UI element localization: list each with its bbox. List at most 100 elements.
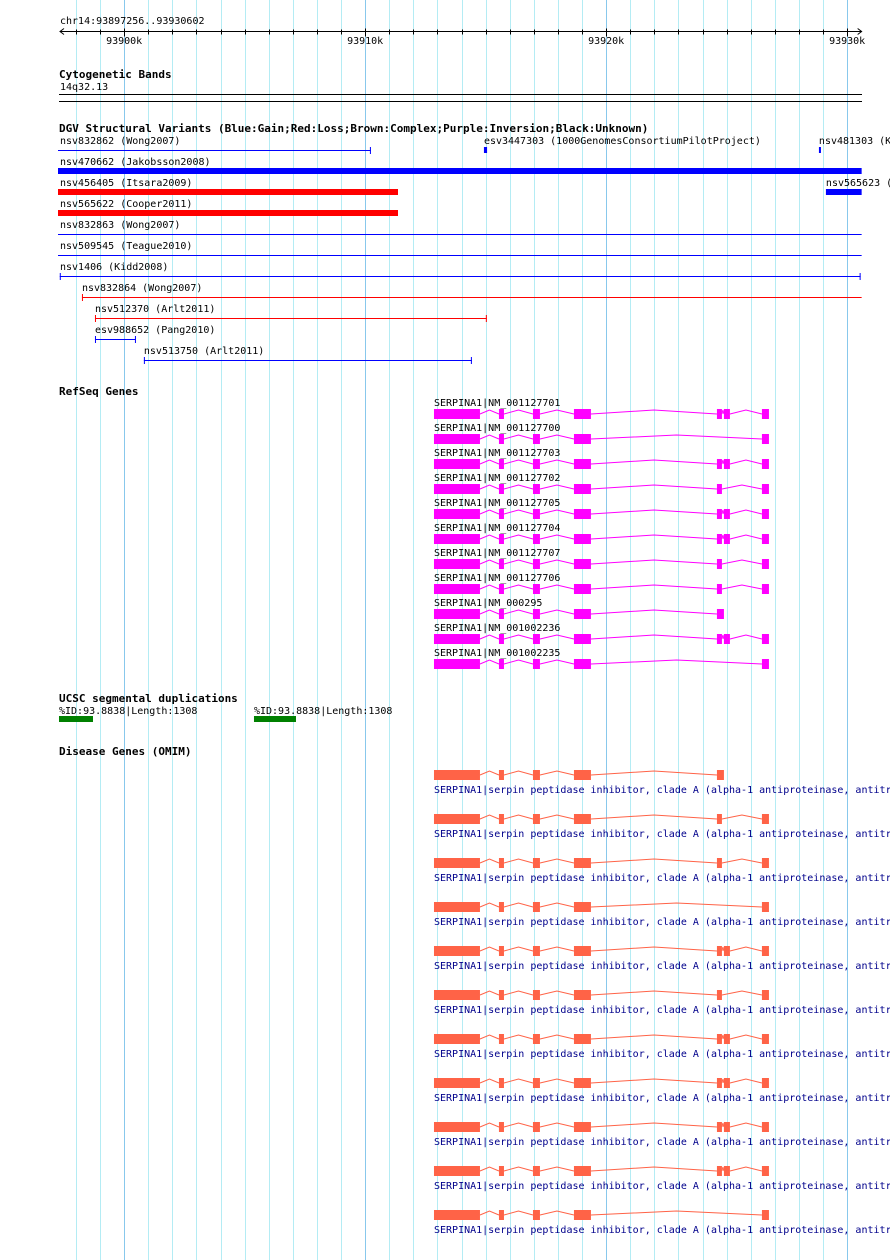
segdup-feature[interactable]: %ID:93.8838|Length:1308 — [253, 706, 392, 722]
variant-bar — [818, 147, 821, 153]
exon — [761, 946, 769, 956]
track-dgv[interactable]: DGV Structural Variants (Blue:Gain;Red:L… — [58, 122, 890, 364]
dgv-variant[interactable]: nsv470662 (Jakobsson2008) — [58, 157, 862, 174]
exon — [433, 559, 480, 569]
intron — [539, 946, 575, 952]
exon — [433, 858, 480, 868]
refseq-transcript[interactable]: SERPINA1|NM_001127704 — [433, 523, 769, 544]
exon — [433, 484, 480, 494]
dgv-variant[interactable]: nsv1406 (Kidd2008) — [59, 262, 861, 280]
refseq-transcript[interactable]: SERPINA1|NM_001127701 — [433, 398, 769, 419]
segdup-feature[interactable]: %ID:93.8838|Length:1308 — [58, 706, 197, 722]
omim-gene[interactable]: SERPINA1|serpin peptidase inhibitor, cla… — [433, 1078, 890, 1104]
exon — [573, 459, 591, 469]
intron — [479, 459, 500, 465]
dgv-variant[interactable]: esv988652 (Pang2010) — [94, 325, 215, 343]
exon — [433, 534, 480, 544]
intron — [539, 858, 575, 864]
exon — [723, 1166, 730, 1176]
intron — [539, 1122, 575, 1128]
exon — [723, 534, 730, 544]
omim-gene[interactable]: SERPINA1|serpin peptidase inhibitor, cla… — [433, 770, 890, 796]
intron — [729, 1078, 763, 1084]
intron — [503, 1210, 534, 1216]
track-omim[interactable]: Disease Genes (OMIM) SERPINA1|serpin pep… — [59, 745, 890, 1236]
refseq-transcript[interactable]: SERPINA1|NM_001127700 — [433, 423, 769, 444]
dgv-variant[interactable]: nsv832862 (Wong2007) — [58, 136, 371, 154]
exon — [573, 659, 591, 669]
dgv-variant[interactable]: esv3447303 (1000GenomesConsortiumPilotPr… — [483, 136, 761, 153]
exon — [532, 634, 540, 644]
refseq-transcript[interactable]: SERPINA1|NM_001127705 — [433, 498, 769, 519]
intron — [539, 509, 575, 515]
exon — [433, 409, 480, 419]
track-cytogenetic-bands[interactable]: Cytogenetic Bands 14q32.13 — [59, 68, 862, 102]
intron — [479, 1034, 500, 1040]
dgv-variant[interactable]: nsv513750 (Arlt2011) — [143, 346, 472, 364]
dgv-variant[interactable]: nsv832863 (Wong2007) — [58, 220, 862, 235]
track-segmental-duplications[interactable]: UCSC segmental duplications %ID:93.8838|… — [58, 692, 392, 722]
refseq-transcript[interactable]: SERPINA1|NM_001002236 — [433, 623, 769, 644]
dgv-variant[interactable]: nsv509545 (Teague2010) — [58, 241, 862, 256]
intron — [503, 659, 534, 665]
omim-gene[interactable]: SERPINA1|serpin peptidase inhibitor, cla… — [433, 990, 890, 1016]
refseq-transcript[interactable]: SERPINA1|NM_001127707 — [433, 548, 769, 569]
dgv-variant[interactable]: nsv512370 (Arlt2011) — [94, 304, 487, 322]
exon — [498, 858, 504, 868]
intron — [721, 946, 725, 952]
omim-gene[interactable]: SERPINA1|serpin peptidase inhibitor, cla… — [433, 814, 890, 840]
refseq-transcript[interactable]: SERPINA1|NM_001127702 — [433, 473, 769, 494]
exon — [498, 1210, 504, 1220]
omim-gene[interactable]: SERPINA1|serpin peptidase inhibitor, cla… — [433, 1122, 890, 1148]
exon — [761, 459, 769, 469]
dgv-variant[interactable]: nsv565623 ( — [825, 178, 890, 195]
intron — [729, 509, 763, 515]
exon — [573, 1166, 591, 1176]
exon — [716, 1078, 722, 1088]
exon — [498, 1078, 504, 1088]
omim-gene[interactable]: SERPINA1|serpin peptidase inhibitor, cla… — [433, 902, 890, 928]
omim-gene[interactable]: SERPINA1|serpin peptidase inhibitor, cla… — [433, 1210, 890, 1236]
exon — [573, 990, 591, 1000]
dgv-variant[interactable]: nsv565622 (Cooper2011) — [58, 199, 399, 216]
exon — [532, 459, 540, 469]
intron — [590, 534, 717, 540]
exon — [573, 1078, 591, 1088]
ruler-tick-label: 93910k — [347, 36, 383, 47]
exon — [573, 534, 591, 544]
variant-label: nsv832862 (Wong2007) — [60, 136, 180, 147]
exon — [573, 409, 591, 419]
refseq-transcript[interactable]: SERPINA1|NM_000295 — [433, 598, 724, 619]
variant-bar — [483, 147, 488, 153]
track-title: DGV Structural Variants (Blue:Gain;Red:L… — [59, 122, 648, 135]
exon — [498, 459, 504, 469]
region-label: chr14:93897256..93930602 — [60, 16, 205, 27]
exon — [716, 584, 722, 594]
exon — [573, 509, 591, 519]
variant-label: nsv470662 (Jakobsson2008) — [60, 157, 211, 168]
omim-gene[interactable]: SERPINA1|serpin peptidase inhibitor, cla… — [433, 946, 890, 972]
omim-gene[interactable]: SERPINA1|serpin peptidase inhibitor, cla… — [433, 1166, 890, 1192]
intron — [503, 434, 534, 440]
intron — [479, 584, 500, 590]
omim-gene[interactable]: SERPINA1|serpin peptidase inhibitor, cla… — [433, 858, 890, 884]
exon — [716, 814, 722, 824]
refseq-transcript[interactable]: SERPINA1|NM_001127703 — [433, 448, 769, 469]
transcript-label: SERPINA1|NM_001127703 — [434, 448, 560, 459]
intron — [539, 770, 575, 776]
exon — [532, 509, 540, 519]
intron — [590, 1210, 762, 1216]
refseq-transcript[interactable]: SERPINA1|NM_001127706 — [433, 573, 769, 594]
refseq-transcript[interactable]: SERPINA1|NM_001002235 — [433, 648, 769, 669]
ruler-tick-label: 93900k — [106, 36, 142, 47]
exon — [532, 858, 540, 868]
dgv-variant[interactable]: nsv481303 (K — [818, 136, 890, 153]
track-refseq-genes[interactable]: RefSeq Genes SERPINA1|NM_001127701SERPIN… — [59, 385, 769, 669]
intron — [479, 434, 500, 440]
dgv-variant[interactable]: nsv456405 (Itsara2009) — [58, 178, 399, 195]
dgv-variant[interactable]: nsv832864 (Wong2007) — [81, 283, 862, 301]
omim-gene[interactable]: SERPINA1|serpin peptidase inhibitor, cla… — [433, 1034, 890, 1060]
intron — [590, 1122, 717, 1128]
intron — [479, 484, 500, 490]
